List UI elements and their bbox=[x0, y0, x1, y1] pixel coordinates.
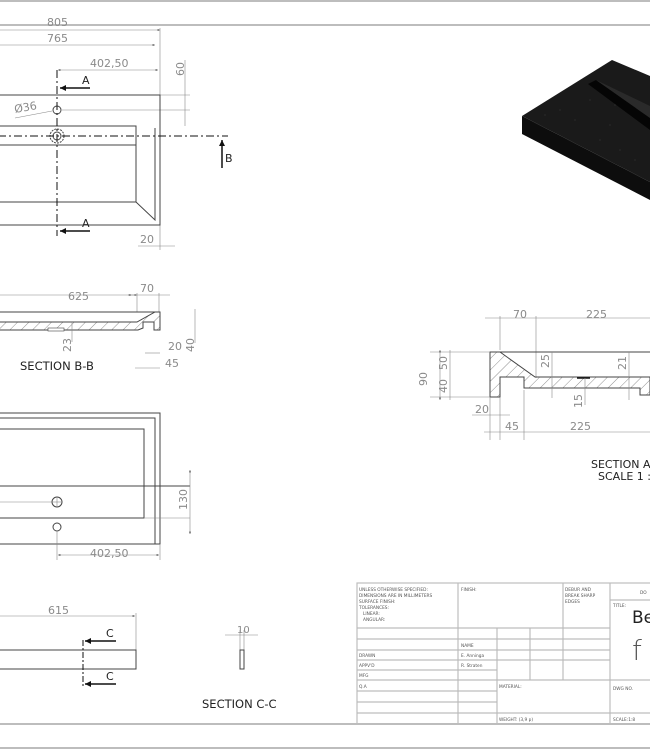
section-a-a: 70 225 90 50 40 25 21 15 20 45 225 SECTI… bbox=[417, 308, 650, 483]
company-logo: f bbox=[632, 634, 642, 667]
tb-deburr-1: DEBUR AND bbox=[565, 587, 592, 593]
dim-hole-from-top: 60 bbox=[174, 62, 187, 76]
dim-a-upper: 50 bbox=[437, 356, 450, 370]
bottom-view: 130 402,50 bbox=[0, 412, 192, 560]
section-b-b-label: SECTION B-B bbox=[20, 359, 94, 373]
tb-do-not-scale: DO bbox=[640, 590, 647, 596]
tb-deburr-3: EDGES bbox=[565, 599, 580, 605]
tb-title-value: Be bbox=[632, 608, 650, 628]
dim-b-foot: 45 bbox=[165, 357, 179, 370]
tb-role-approved: APPV'D bbox=[359, 663, 375, 669]
tb-name-header: NAME bbox=[461, 643, 474, 649]
section-c-c: 10 SECTION C-C bbox=[202, 625, 277, 711]
section-a-a-label: SECTION A bbox=[591, 458, 650, 471]
tb-note-1: UNLESS OTHERWISE SPECIFIED: bbox=[359, 587, 428, 593]
dim-hole-diameter: Ø36 bbox=[13, 99, 38, 116]
section-marker-c-top: C bbox=[106, 627, 114, 640]
tb-note-6: ANGULAR: bbox=[363, 617, 385, 623]
dim-bottom-hole-offset: 402,50 bbox=[90, 547, 129, 560]
dim-inner-width: 765 bbox=[47, 32, 68, 45]
tb-note-5: LINEAR: bbox=[363, 611, 380, 617]
tb-weight-label: WEIGHT: (3,9 p) bbox=[499, 717, 533, 723]
tb-note-3: SURFACE FINISH: bbox=[359, 599, 396, 605]
dim-bottom-gap: 130 bbox=[177, 489, 190, 510]
dim-a-span-top: 225 bbox=[586, 308, 607, 321]
tb-material-label: MATERIAL: bbox=[499, 684, 522, 690]
section-marker-a-top: A bbox=[82, 74, 90, 87]
tb-title-label: TITLE: bbox=[612, 603, 626, 609]
dim-a-span-bottom: 225 bbox=[570, 420, 591, 433]
dim-a-slope-depth: 25 bbox=[539, 354, 552, 368]
section-marker-a-bottom: A bbox=[82, 217, 90, 230]
tb-deburr-2: BREAK SHARP bbox=[565, 593, 596, 599]
tb-role-mfg: MFG bbox=[359, 673, 369, 679]
dim-a-total-height: 90 bbox=[417, 372, 430, 386]
tb-note-2: DIMENSIONS ARE IN MILLIMETERS bbox=[359, 593, 433, 599]
title-block: UNLESS OTHERWISE SPECIFIED: DIMENSIONS A… bbox=[356, 582, 650, 725]
dim-b-height: 40 bbox=[184, 338, 197, 352]
section-c-c-label: SECTION C-C bbox=[202, 697, 277, 711]
dim-b-depth: 23 bbox=[61, 338, 74, 352]
section-marker-b: B bbox=[225, 152, 233, 165]
tb-scale-label: SCALE:1:8 bbox=[613, 717, 635, 723]
dim-b-lip: 70 bbox=[140, 282, 154, 295]
dim-a-floor: 15 bbox=[572, 394, 585, 408]
tb-dwg-no-label: DWG NO. bbox=[613, 686, 633, 692]
dim-b-edge: 20 bbox=[168, 340, 182, 353]
section-marker-c-bottom: C bbox=[106, 670, 114, 683]
section-a-a-scale: SCALE 1 : bbox=[598, 470, 650, 483]
dim-overall-width: 805 bbox=[47, 16, 68, 29]
tb-note-4: TOLERANCES: bbox=[358, 605, 389, 611]
dim-a-lip-top: 70 bbox=[513, 308, 527, 321]
tb-name-drawn: E. Anninga bbox=[461, 653, 484, 659]
dim-side-length: 615 bbox=[48, 604, 69, 617]
tb-role-drawn: DRAWN bbox=[359, 653, 375, 659]
render-3d-sink bbox=[522, 60, 650, 200]
dim-a-lower: 40 bbox=[437, 379, 450, 393]
dim-hole-offset: 402,50 bbox=[90, 57, 129, 70]
section-b-b: 625 70 23 20 40 45 SECTION B-B bbox=[0, 282, 197, 373]
dim-edge: 20 bbox=[140, 233, 154, 246]
dim-a-edge: 20 bbox=[475, 403, 489, 416]
tb-name-approved: R. Straten bbox=[461, 663, 483, 669]
dim-c-thickness: 10 bbox=[237, 625, 250, 636]
dim-b-length: 625 bbox=[68, 290, 89, 303]
dim-a-foot: 45 bbox=[505, 420, 519, 433]
top-view: 805 765 402,50 60 Ø36 20 A A B bbox=[0, 16, 233, 250]
dim-a-inner-depth: 21 bbox=[616, 356, 629, 370]
tb-finish-label: FINISH: bbox=[461, 587, 477, 593]
tb-role-qa: Q.A bbox=[359, 684, 367, 690]
side-view: 615 C C bbox=[0, 604, 137, 687]
